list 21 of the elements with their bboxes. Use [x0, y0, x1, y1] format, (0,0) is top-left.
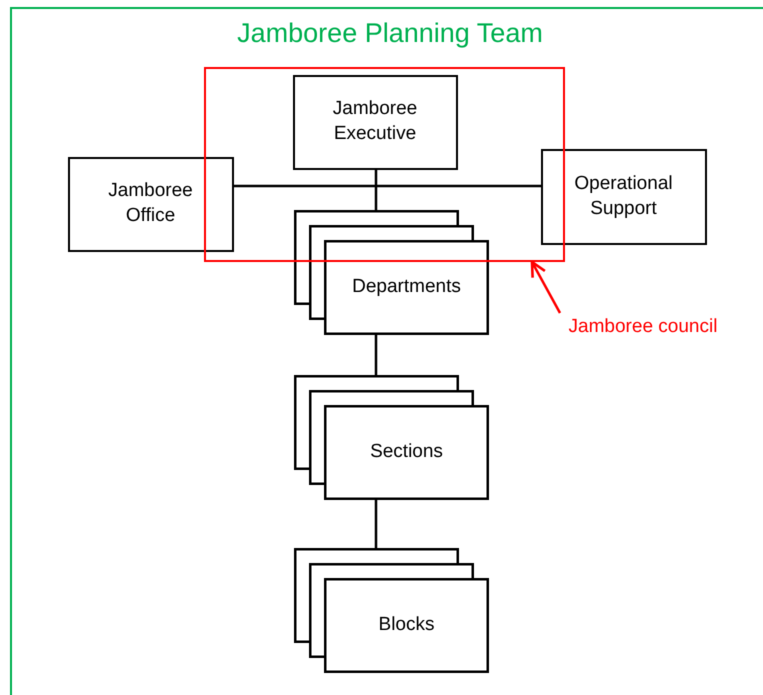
connector-line — [374, 170, 378, 210]
role-box — [541, 149, 707, 245]
box-label: Blocks — [378, 613, 436, 638]
team-frame — [10, 7, 763, 695]
stacked-boxes — [294, 210, 489, 335]
role-box — [293, 75, 458, 170]
stacked-boxes — [294, 548, 489, 673]
team-title: Jamboree Planning Team — [236, 17, 544, 50]
connector-line — [374, 500, 378, 548]
council-outline — [204, 67, 565, 262]
box-label: Sections — [369, 440, 444, 464]
box-label: Departments — [351, 275, 462, 300]
connector-line — [234, 184, 541, 188]
council-label: Jamboree council — [568, 314, 718, 339]
box-label: Jamboree Executive — [332, 97, 418, 146]
box-label: Operational Support — [573, 172, 674, 220]
role-box — [68, 157, 234, 252]
arrow — [530, 260, 562, 314]
connector-line — [374, 335, 378, 375]
stacked-boxes — [294, 375, 489, 500]
box-label: Jamboree Office — [107, 179, 194, 228]
